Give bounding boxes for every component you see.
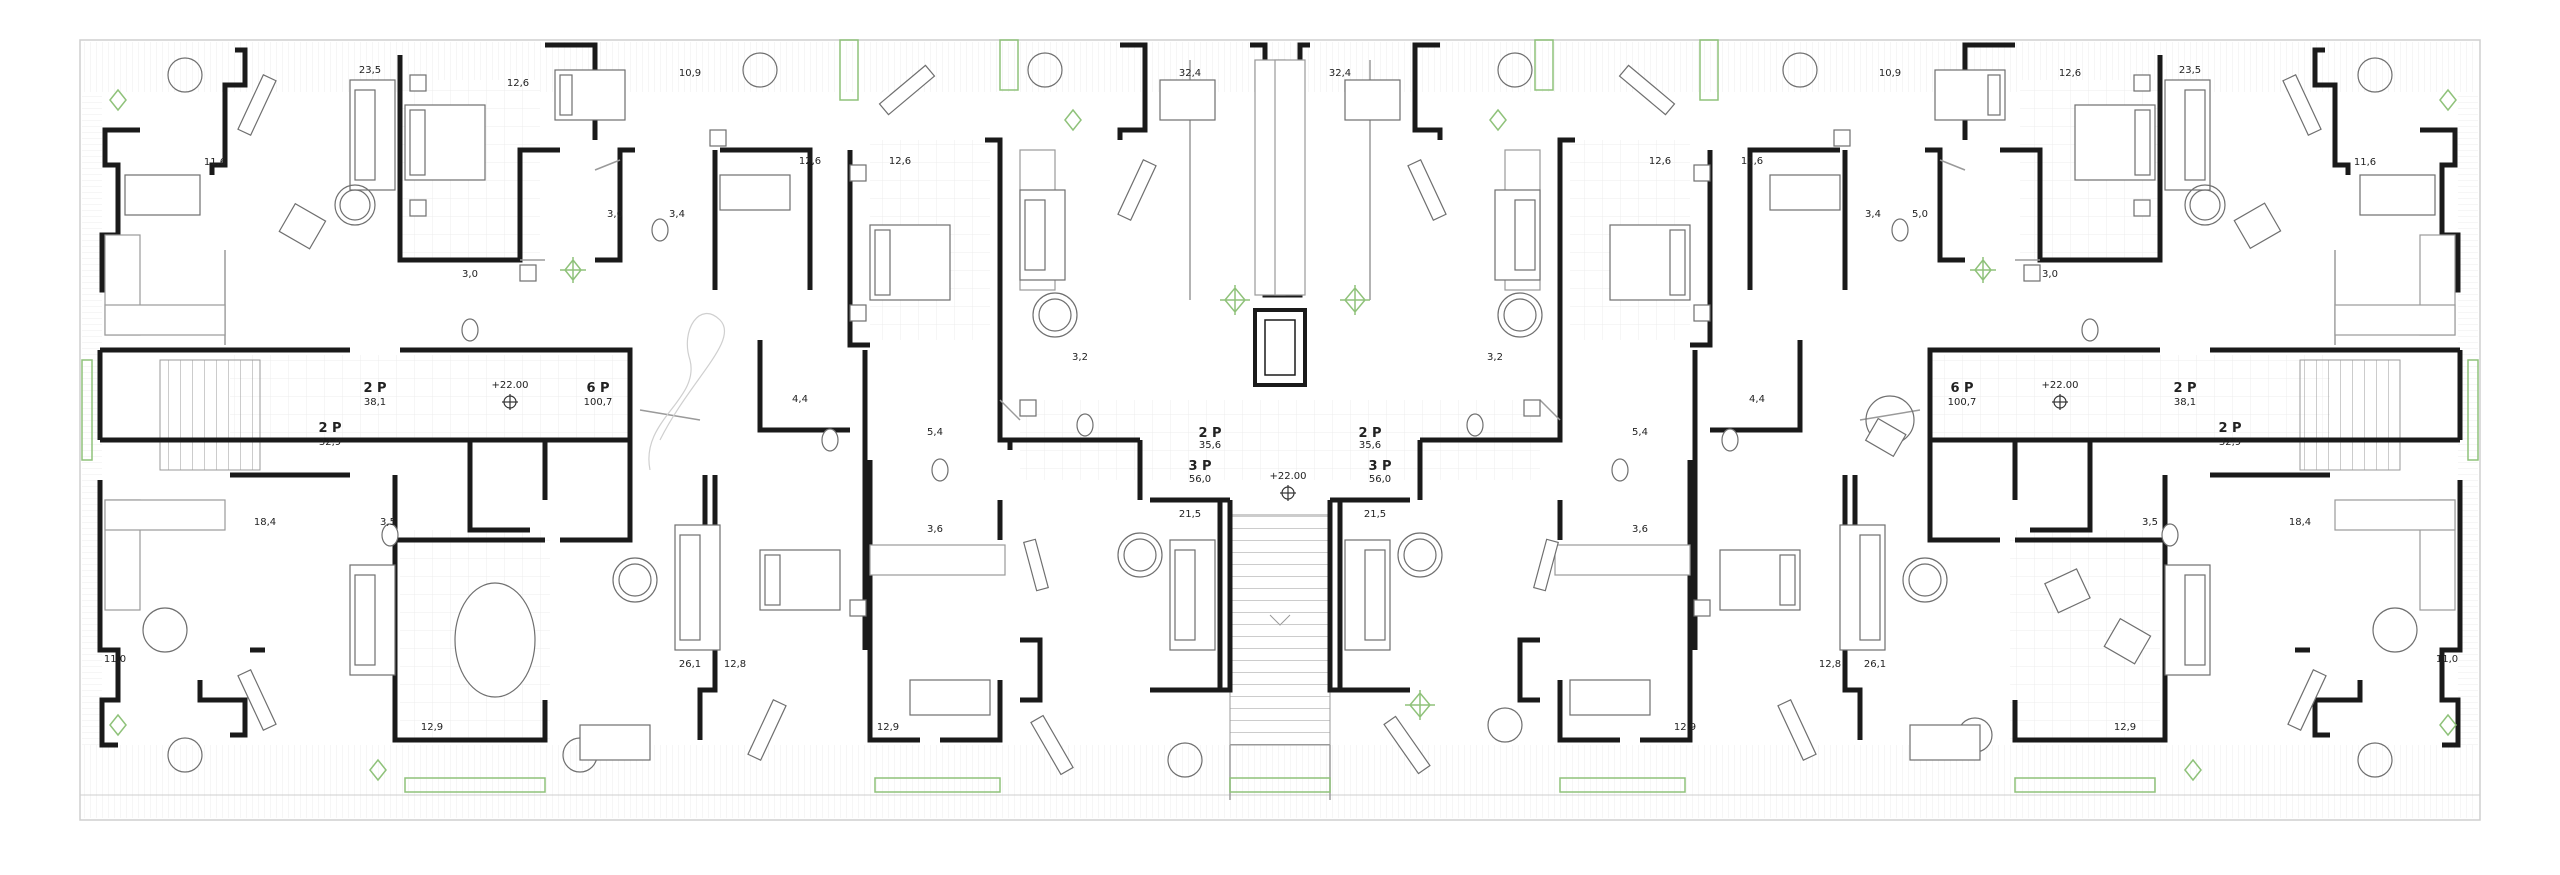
- room-area: 3,4: [669, 209, 685, 220]
- room-area: 11,0: [104, 654, 126, 665]
- unit-area: 38,1: [2174, 397, 2196, 408]
- room-area: 26,1: [1864, 659, 1886, 670]
- room-area: 3,0: [607, 209, 623, 220]
- unit-label: 2 P: [2173, 381, 2196, 396]
- room-area: 4,4: [1749, 394, 1765, 405]
- level-marker-icon: [502, 394, 2068, 501]
- unit-label: 3 P: [1368, 459, 1391, 474]
- room-area: 12,9: [877, 722, 899, 733]
- unit-label: 2 P: [1358, 426, 1381, 441]
- unit-label: 6 P: [586, 381, 609, 396]
- room-area: 3,6: [927, 524, 943, 535]
- room-area: 23,5: [359, 65, 381, 76]
- lounger-icon: [237, 64, 2327, 776]
- room-area: 3,5: [380, 517, 396, 528]
- level-label: +22.00: [1269, 471, 1306, 482]
- room-area: 10,9: [1879, 68, 1901, 79]
- room-area: 12,6: [799, 156, 821, 167]
- room-area: 23,5: [2179, 65, 2201, 76]
- room-area: 12,6: [889, 156, 911, 167]
- room-area: 11,0: [2436, 654, 2458, 665]
- unit-area: 35,6: [1199, 440, 1221, 451]
- room-area: 5,4: [1632, 427, 1648, 438]
- unit-label: 2 P: [2218, 421, 2241, 436]
- unit-area: 100,7: [1948, 397, 1977, 408]
- sink-icon: [409, 74, 2151, 617]
- room-area: 21,5: [1179, 509, 1201, 520]
- unit-area: 38,1: [364, 397, 386, 408]
- armchair-icon: [278, 202, 2282, 665]
- kitchen-counters: [104, 59, 2456, 611]
- unit-label: 6 P: [1950, 381, 1973, 396]
- room-area: 18,4: [254, 517, 276, 528]
- room-area: 12,6: [1741, 156, 1763, 167]
- room-area: 11,6: [204, 157, 226, 168]
- tree-icon: [81, 39, 2479, 793]
- room-area: 3,6: [1632, 524, 1648, 535]
- elevator-icon: [1253, 308, 1307, 387]
- room-area: 12,9: [2114, 722, 2136, 733]
- room-areas: 23,5 12,6 10,9 11,6 12,6 12,6 32,4 32,4 …: [104, 65, 2458, 733]
- unit-area: 100,7: [584, 397, 613, 408]
- sofa-icon: [349, 79, 2211, 676]
- room-area: 3,4: [1865, 209, 1881, 220]
- room-area: 32,4: [1179, 68, 1201, 79]
- unit-area: 35,6: [1359, 440, 1381, 451]
- room-area: 12,6: [507, 78, 529, 89]
- room-area: 3,0: [462, 269, 478, 280]
- room-area: 18,4: [2289, 517, 2311, 528]
- unit-area: 32,9: [319, 437, 341, 448]
- room-area: 21,5: [1364, 509, 1386, 520]
- unit-area: 56,0: [1189, 474, 1211, 485]
- room-area: 26,1: [679, 659, 701, 670]
- level-label: +22.00: [2041, 380, 2078, 391]
- unit-label: 3 P: [1188, 459, 1211, 474]
- curved-path: [648, 313, 726, 471]
- bed-icon: [404, 69, 2156, 611]
- unit-label: 2 P: [318, 421, 341, 436]
- level-label: +22.00: [491, 380, 528, 391]
- toilet-icon: [381, 218, 2179, 547]
- room-area: 12,8: [724, 659, 746, 670]
- room-area: 5,4: [927, 427, 943, 438]
- room-area: 10,9: [679, 68, 701, 79]
- room-area: 12,9: [421, 722, 443, 733]
- room-area: 12,8: [1819, 659, 1841, 670]
- room-area: 12,6: [1649, 156, 1671, 167]
- room-area: 3,2: [1487, 352, 1503, 363]
- dining-table-icon: [124, 79, 2436, 761]
- room-area: 12,6: [2059, 68, 2081, 79]
- unit-labels: 2 P 38,1 2 P 32,9 6 P 100,7 2 P 35,6 3 P…: [318, 381, 2241, 485]
- level-labels: +22.00 +22.00 +22.00: [491, 380, 2078, 482]
- room-area: 11,6: [2354, 157, 2376, 168]
- round-table-icon: [142, 52, 2418, 778]
- room-area: 3,0: [2042, 269, 2058, 280]
- unit-label: 2 P: [1198, 426, 1221, 441]
- room-area: 12,9: [1674, 722, 1696, 733]
- unit-area: 56,0: [1369, 474, 1391, 485]
- room-area: 3,2: [1072, 352, 1088, 363]
- unit-label: 2 P: [363, 381, 386, 396]
- unit-area: 32,9: [2219, 437, 2241, 448]
- room-area: 5,0: [1912, 209, 1928, 220]
- room-area: 3,5: [2142, 517, 2158, 528]
- room-area: 4,4: [792, 394, 808, 405]
- room-area: 32,4: [1329, 68, 1351, 79]
